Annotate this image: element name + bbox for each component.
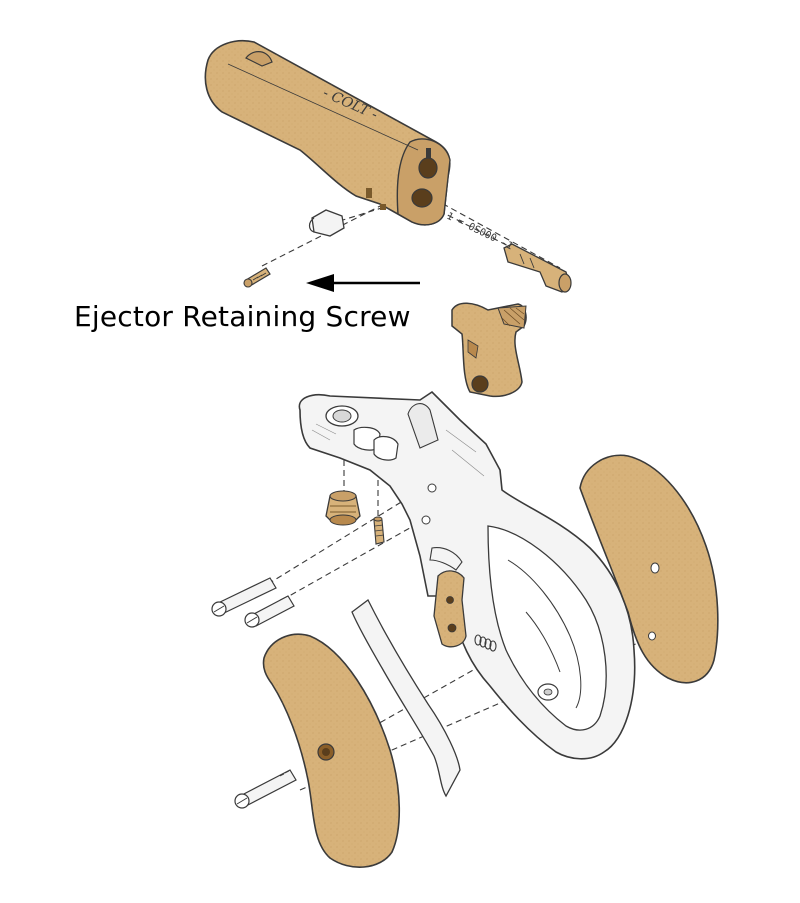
firing-pin-bushing (325, 490, 361, 526)
grip-screw (234, 769, 297, 809)
hammer (451, 302, 527, 398)
callout-label: Ejector Retaining Screw (74, 300, 411, 333)
trigger (433, 570, 467, 648)
left-grip-panel (262, 633, 401, 868)
barrel-pivot-pin: 1 = 0S000 -1 (445, 211, 572, 293)
trigger-pin (244, 595, 295, 628)
small-vertical-screw (373, 516, 385, 545)
ejector-part (308, 209, 345, 237)
barrel-serial-stamp: 1 = 0S000 -1 (445, 211, 515, 253)
mainspring (351, 599, 461, 798)
hammer-pin (211, 577, 277, 617)
trigger-spring (474, 634, 497, 652)
ejector-retaining-screw (243, 267, 271, 288)
right-grip-panel (579, 454, 719, 684)
arrow-left-icon (306, 274, 420, 292)
barrel: - COLT - (204, 40, 451, 226)
